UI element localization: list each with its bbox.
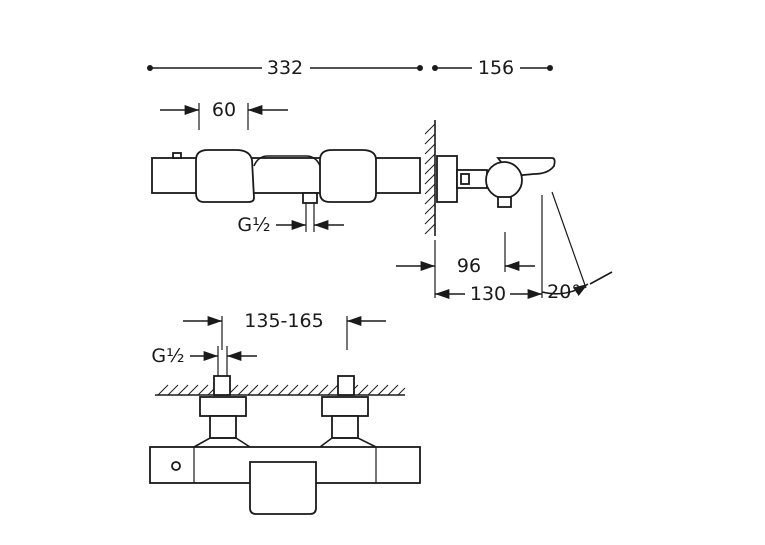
label-spout-projection: 156 — [478, 57, 514, 79]
label-handle-width: 60 — [212, 99, 236, 121]
wall-hatching — [424, 123, 436, 235]
label-overall-length: 332 — [267, 57, 303, 79]
top-view — [149, 375, 421, 515]
dimension-spout-projection: 156 — [432, 57, 553, 79]
dimension-inlet-centers: 135-165 — [183, 310, 386, 350]
dimension-overall-length: 332 — [147, 57, 423, 79]
label-inlet-thread-bottom: G½ — [151, 345, 184, 367]
dimension-side-view: 96 130 20° — [396, 191, 613, 305]
wall-hatching-top-view — [157, 384, 406, 396]
label-spout-offset: 96 — [457, 255, 481, 277]
side-view — [424, 120, 556, 236]
label-spout-angle: 20° — [547, 281, 581, 303]
dimension-inlet-thread-bottom: G½ — [151, 345, 257, 376]
label-inlet-centers: 135-165 — [244, 310, 323, 332]
dimension-inlet-thread-top: G½ — [237, 203, 344, 236]
label-inlet-thread-top: G½ — [237, 214, 270, 236]
label-depth: 130 — [470, 283, 506, 305]
front-view — [151, 149, 421, 204]
dimension-handle-width: 60 — [160, 99, 288, 130]
